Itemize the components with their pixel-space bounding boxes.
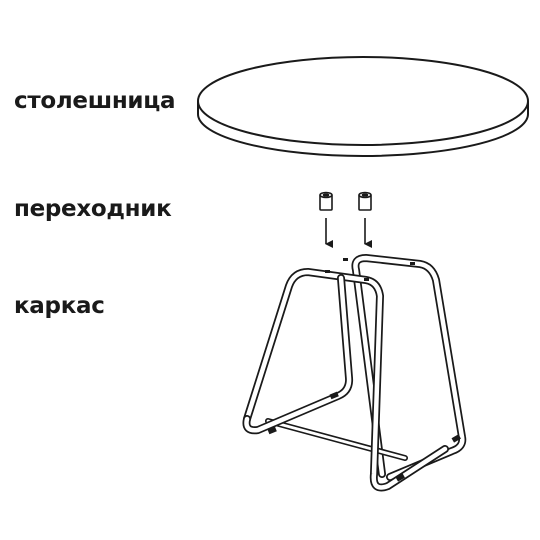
frame-drawing [242, 254, 467, 492]
tabletop-label: столешница [14, 88, 176, 114]
frame-front-foot-inner [244, 275, 352, 433]
frame-front-foot-outer [242, 274, 354, 435]
frame-caps [267, 258, 461, 482]
frame-label: каркас [14, 293, 105, 319]
frame-crossbar-inner [266, 419, 407, 460]
adapter-right [358, 191, 372, 211]
tabletop-drawing [197, 56, 529, 157]
tabletop-surface [197, 56, 529, 146]
frame-front-loop-inner [244, 269, 448, 490]
adapter-label: переходник [14, 196, 172, 222]
adapter-left [319, 191, 333, 211]
frame-back-loop-inner [353, 255, 465, 480]
